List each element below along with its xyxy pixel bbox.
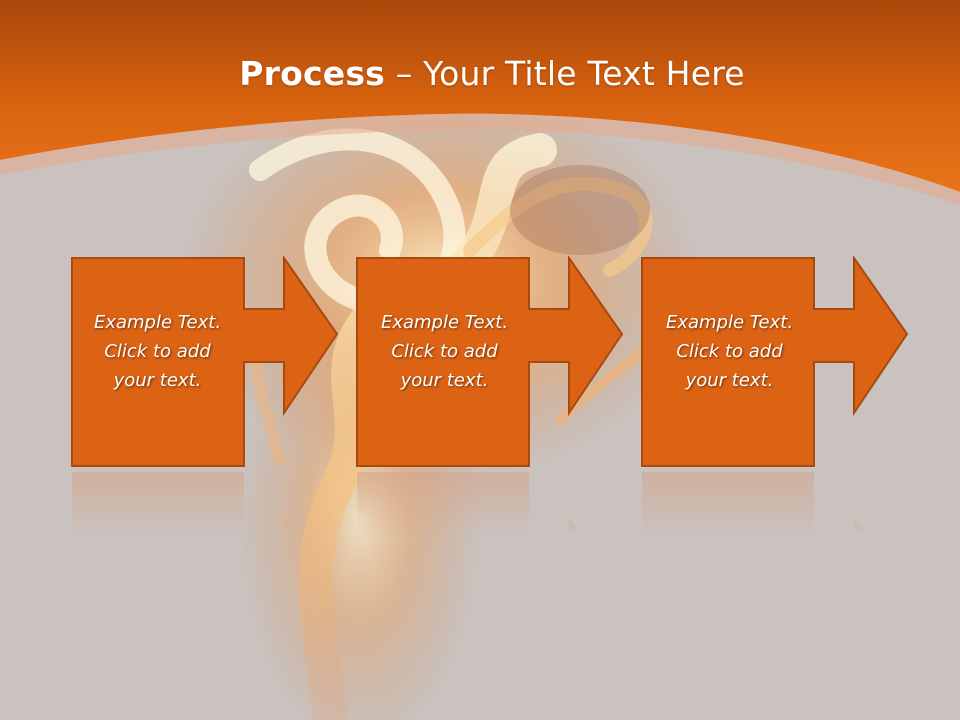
step-box-shape — [641, 256, 909, 467]
step-text[interactable]: Example Text. Click to add your text. — [643, 308, 816, 395]
step-reflection — [641, 470, 941, 540]
process-step-1[interactable]: Example Text. Click to add your text. — [71, 256, 411, 471]
step-text-line: Example Text. — [665, 312, 794, 333]
step-text[interactable]: Example Text. Click to add your text. — [71, 308, 244, 395]
step-reflection — [71, 470, 411, 540]
title-bold: Process — [239, 54, 386, 93]
step-text-line: Example Text. — [93, 312, 222, 333]
step-text-line: Example Text. — [380, 312, 509, 333]
step-text-line: your text. — [685, 370, 774, 391]
step-reflection — [356, 470, 696, 540]
step-text-line: Click to add — [391, 341, 498, 362]
process-step-2[interactable]: Example Text. Click to add your text. — [356, 256, 696, 471]
header-band — [0, 0, 960, 192]
step-box-shape — [356, 256, 624, 467]
step-text-line: Click to add — [104, 341, 211, 362]
step-box-shape — [71, 256, 339, 467]
step-text-line: Click to add — [676, 341, 783, 362]
step-text[interactable]: Example Text. Click to add your text. — [358, 308, 531, 395]
step-text-line: your text. — [113, 370, 202, 391]
process-step-3[interactable]: Example Text. Click to add your text. — [641, 256, 941, 471]
slide-title[interactable]: Process – Your Title Text Here — [0, 52, 960, 96]
title-rest: – Your Title Text Here — [385, 54, 745, 93]
step-text-line: your text. — [400, 370, 489, 391]
